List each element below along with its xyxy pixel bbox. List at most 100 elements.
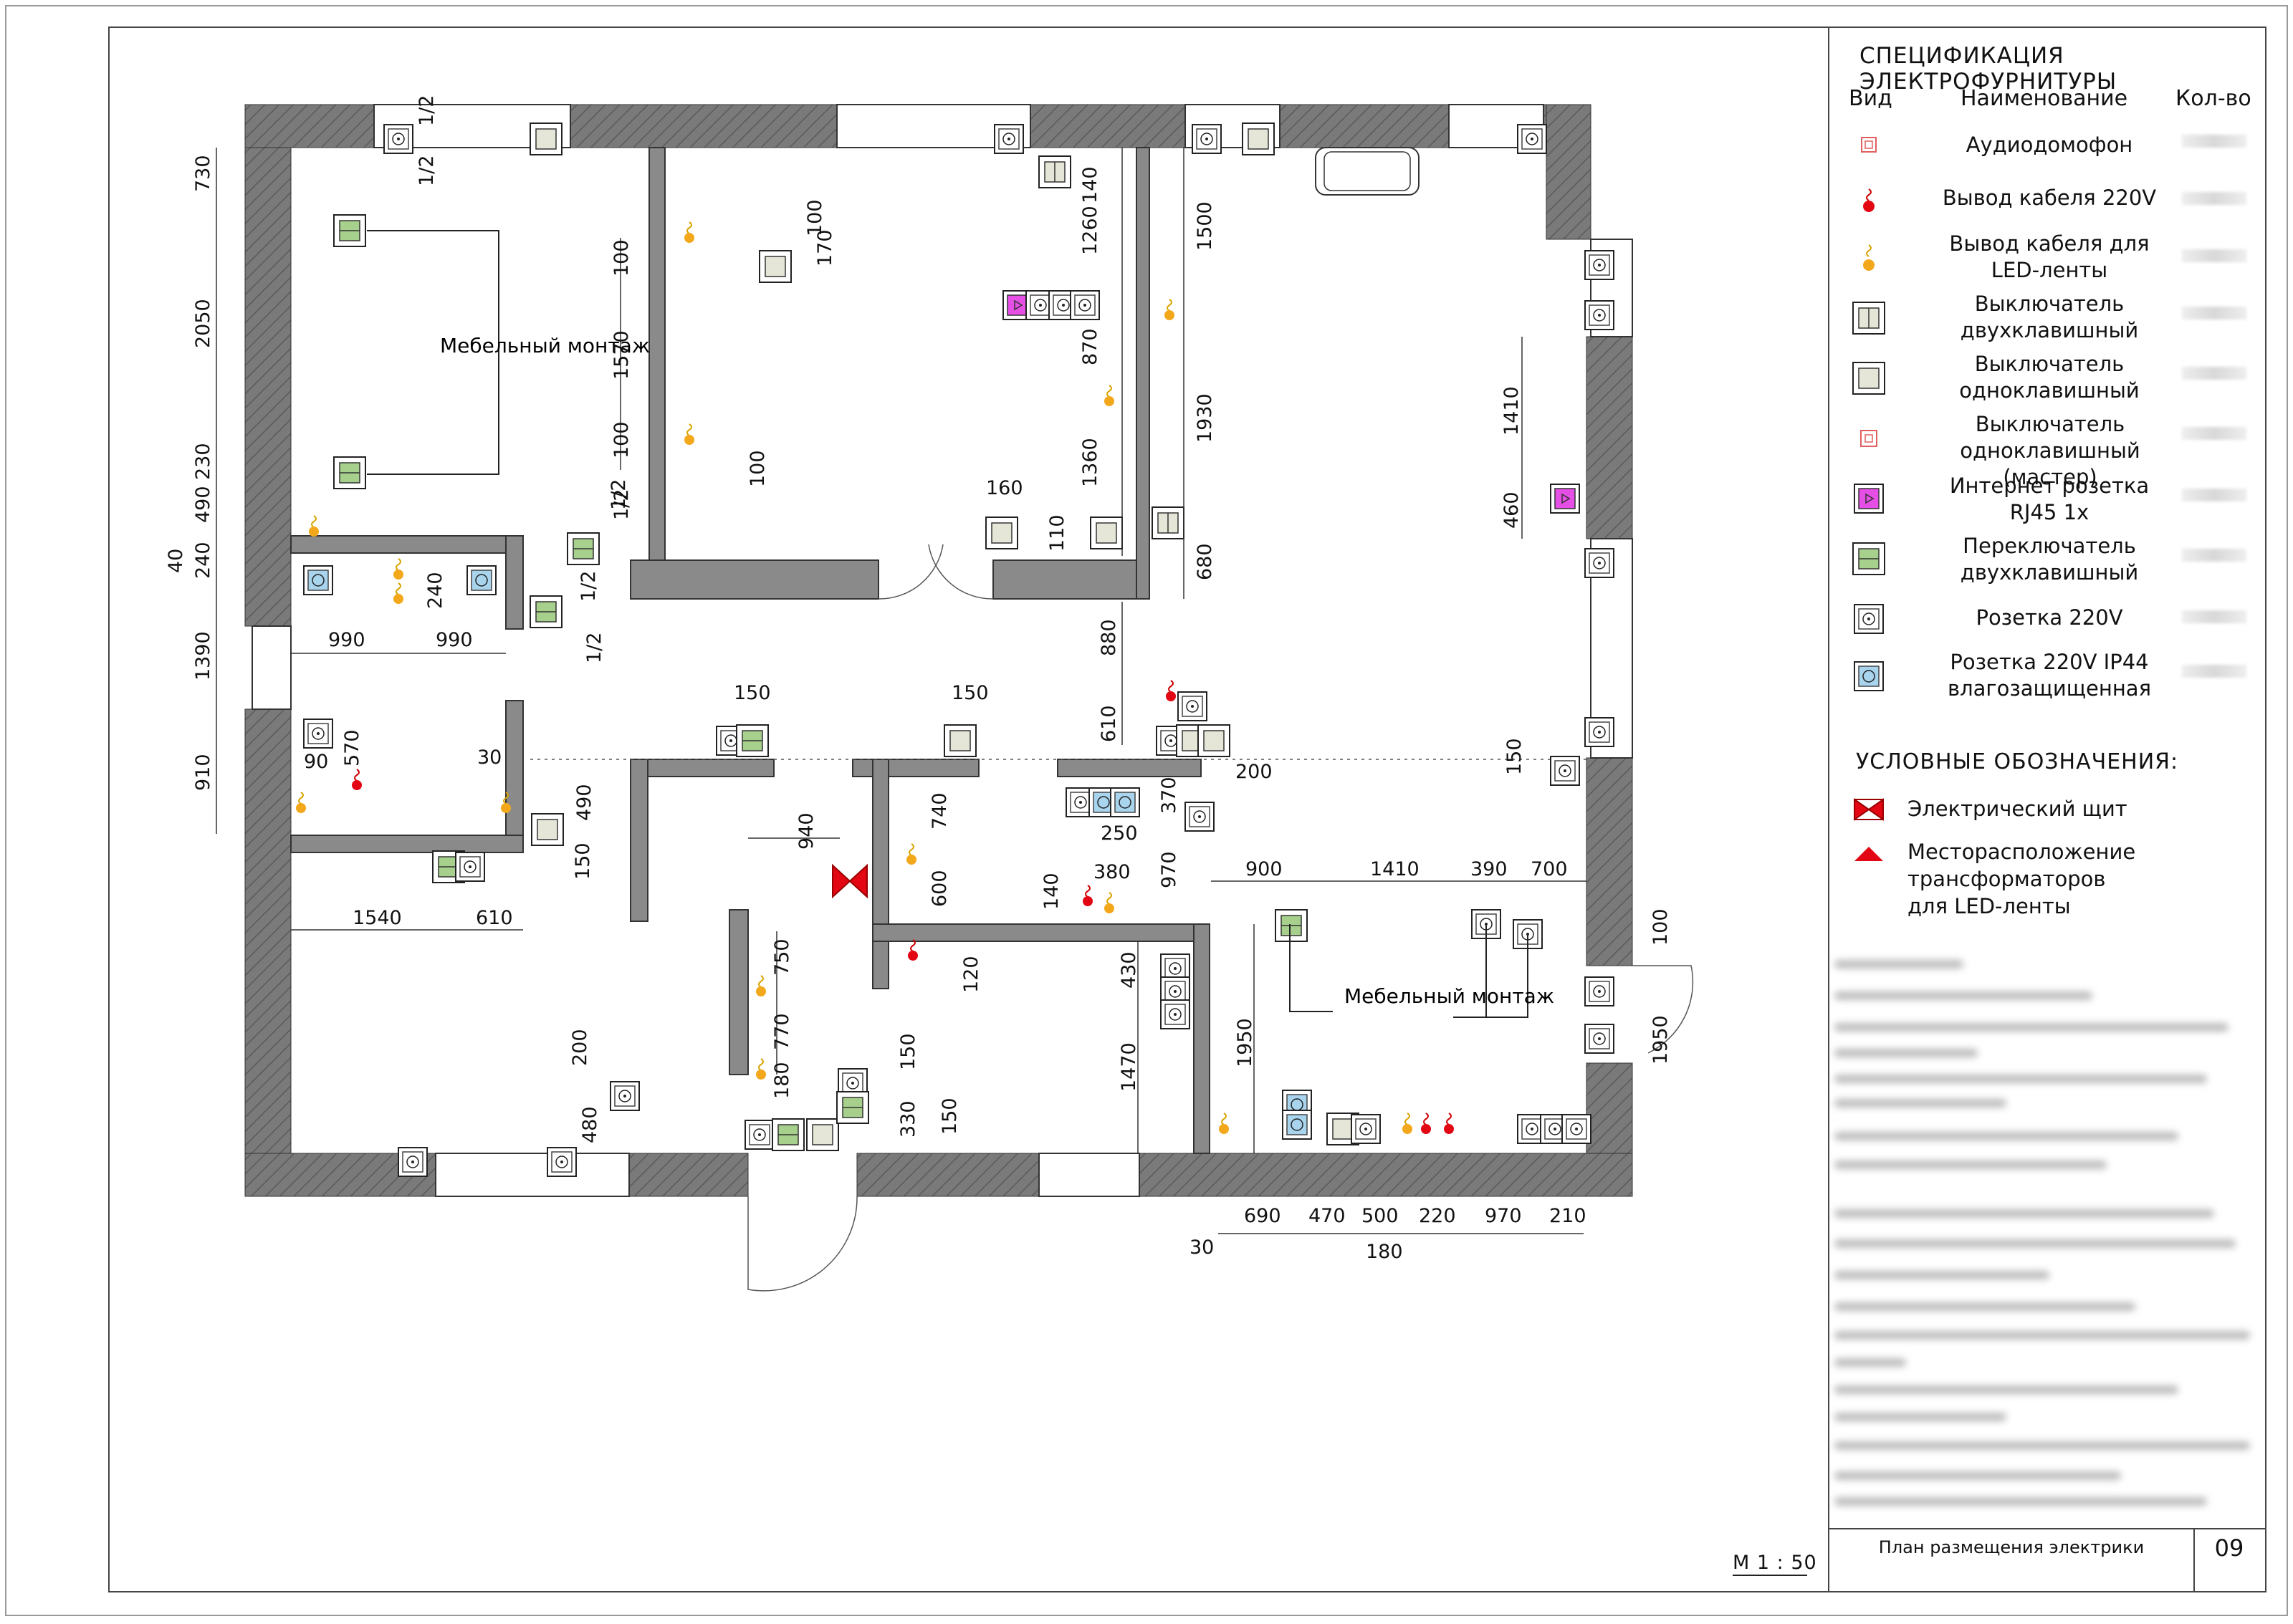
dim-top-1: 1/2 xyxy=(416,155,438,186)
legend-title: УСЛОВНЫЕ ОБОЗНАЧЕНИЯ: xyxy=(1856,749,2179,774)
sheet-number: 09 xyxy=(2214,1534,2244,1562)
cable-points xyxy=(295,221,1455,1135)
dim-top-7: 100 xyxy=(804,199,826,236)
dim-bottom-7: 180 xyxy=(1366,1241,1403,1263)
dim-mid-31: 770 xyxy=(771,1013,793,1050)
dim-mid-21: 970 xyxy=(1158,851,1180,888)
dim-top-11: 870 xyxy=(1079,328,1101,365)
dim-left-3: 490 xyxy=(192,486,214,523)
dim-top-16: 160 xyxy=(986,477,1023,499)
dim-top-10: 1260 xyxy=(1079,206,1101,255)
dim-mid-44: 1950 xyxy=(1650,1015,1672,1065)
dim-bottom-2: 500 xyxy=(1361,1205,1399,1227)
dim-top-6: 170 xyxy=(814,229,836,266)
dim-mid-5: 240 xyxy=(424,572,446,609)
dim-mid-29: 610 xyxy=(476,907,513,929)
dim-mid-19: 380 xyxy=(1093,861,1131,883)
spec-qty-blurred xyxy=(2182,192,2246,205)
dim-top-2: 1/2 xyxy=(611,489,633,520)
dim-bottom-1: 470 xyxy=(1308,1205,1346,1227)
dim-mid-32: 180 xyxy=(771,1062,793,1099)
dim-top-3: 100 xyxy=(611,239,633,277)
dim-mid-36: 330 xyxy=(897,1100,919,1138)
scale-label: М 1 : 50 xyxy=(1733,1552,1817,1574)
dim-mid-27: 1470 xyxy=(1118,1042,1140,1092)
master-switch-icon xyxy=(1860,430,1877,447)
dim-mid-33: 200 xyxy=(569,1029,591,1066)
dim-mid-24: 140 xyxy=(1040,873,1063,910)
dim-top-18: 1410 xyxy=(1500,386,1523,436)
dim-mid-12: 30 xyxy=(477,746,502,769)
dim-left-7: 910 xyxy=(192,754,214,791)
spec-qty-blurred xyxy=(2182,135,2246,148)
spec-qty-blurred xyxy=(2182,610,2246,623)
cable-220v-icon xyxy=(1863,188,1875,212)
scale-underline xyxy=(1733,1575,1807,1576)
spec-item-name: Переключатель двухклавишный xyxy=(1960,534,2139,585)
spec-item-name: Вывод кабеля для LED-ленты xyxy=(1949,231,2150,282)
dim-mid-6: 880 xyxy=(1098,619,1120,656)
dim-mid-8: 150 xyxy=(734,682,771,704)
dim-top-8: 100 xyxy=(747,450,769,487)
spec-item-name: Аудиодомофон xyxy=(1966,133,2133,157)
dim-mid-37: 150 xyxy=(939,1097,961,1135)
dim-mid-2: 1/2 xyxy=(608,479,630,510)
dim-left-0: 730 xyxy=(192,155,214,192)
dim-left-2: 230 xyxy=(192,443,214,480)
spec-qty-blurred xyxy=(2182,489,2246,501)
legend-item-panel: Электрический щит xyxy=(1907,797,2127,821)
inner-walls xyxy=(290,147,1210,1154)
dim-bottom-4: 970 xyxy=(1485,1205,1522,1227)
spec-item-name: Вывод кабеля 220V xyxy=(1942,186,2157,210)
dim-mid-15: 940 xyxy=(795,812,818,850)
dim-mid-17: 600 xyxy=(929,870,951,907)
dim-top-19: 460 xyxy=(1500,491,1523,529)
dim-left-1: 2050 xyxy=(192,299,214,348)
spec-qty-blurred xyxy=(2182,549,2246,562)
dim-mid-39: 1410 xyxy=(1370,858,1420,880)
furniture-note-2: Мебельный монтаж xyxy=(1344,984,1554,1008)
spec-header-view: Вид xyxy=(1849,86,1892,111)
dim-top-15: 680 xyxy=(1194,543,1216,580)
dim-mid-3: 1/2 xyxy=(578,571,600,602)
dim-left-6: 1390 xyxy=(192,631,214,681)
dim-mid-28: 1540 xyxy=(353,907,402,929)
dim-mid-25: 120 xyxy=(960,956,982,993)
dim-mid-4: 1/2 xyxy=(583,633,605,663)
spec-item-name: Розетка 220V xyxy=(1976,605,2123,630)
dim-bottom-6: 30 xyxy=(1189,1236,1214,1259)
spec-qty-blurred xyxy=(2182,367,2246,380)
dim-top-17: 110 xyxy=(1046,514,1068,552)
dim-mid-40: 390 xyxy=(1470,858,1508,880)
dim-mid-10: 90 xyxy=(304,751,328,773)
intercom-icon xyxy=(1861,137,1877,153)
legend-item-transformer: Месторасположение трансформаторов для LE… xyxy=(1907,840,2136,918)
spec-title: СПЕЦИФИКАЦИЯ ЭЛЕКТРОФУРНИТУРЫ xyxy=(1859,43,2117,95)
spec-header-qty: Кол-во xyxy=(2175,86,2251,111)
dim-left-5: 40 xyxy=(165,549,187,573)
spec-row-changeover: Переключатель двухклавишный xyxy=(1834,533,2279,590)
dim-left-4: 240 xyxy=(192,542,214,579)
spec-icons xyxy=(1852,137,1885,861)
dim-mid-30: 750 xyxy=(771,938,793,976)
dim-mid-14: 150 xyxy=(572,842,594,880)
dim-mid-38: 900 xyxy=(1245,858,1283,880)
dim-top-9: 140 xyxy=(1079,166,1101,203)
spec-row-cable-220v: Вывод кабеля 220V xyxy=(1834,176,2279,234)
dim-mid-9: 150 xyxy=(952,682,989,704)
fixtures xyxy=(303,122,1614,1177)
dim-bottom-0: 690 xyxy=(1244,1205,1281,1227)
dim-mid-22: 200 xyxy=(1235,761,1273,783)
transformer-location-icon xyxy=(1854,847,1883,861)
spec-item-name: Розетка 220V IP44 влагозащищенная xyxy=(1947,650,2152,701)
spec-qty-blurred xyxy=(2182,249,2246,262)
dim-mid-43: 1950 xyxy=(1234,1018,1256,1067)
dim-top-4: 1570 xyxy=(611,330,633,380)
dim-mid-26: 430 xyxy=(1118,951,1140,989)
spec-row-socket: Розетка 220V xyxy=(1834,595,2279,652)
dim-top-14: 1930 xyxy=(1194,393,1216,443)
dim-mid-7: 610 xyxy=(1098,705,1120,742)
dim-mid-18: 250 xyxy=(1101,822,1138,845)
dim-mid-0: 990 xyxy=(328,629,365,651)
